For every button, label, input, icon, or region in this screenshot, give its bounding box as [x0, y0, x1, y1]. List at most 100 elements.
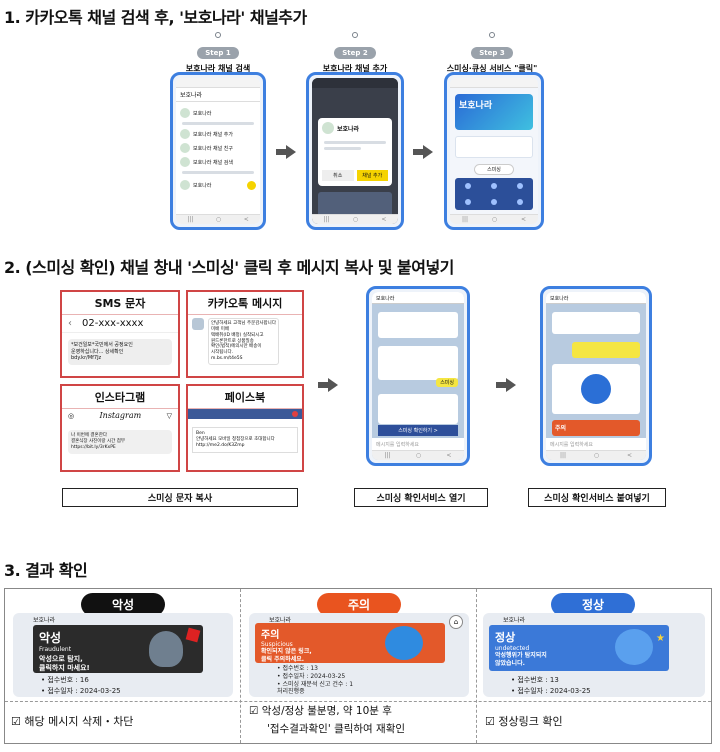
sms-source-box: SMS 문자 ‹ 02-xxx-xxxx *보건일보*국민에서 공정요인 운영하…: [60, 290, 180, 378]
instagram-logo: Instagram: [99, 411, 142, 420]
step-2-phone: 보호나라 취소 채널 추가 ||| ○ <: [306, 72, 404, 230]
arrow-shaft: [318, 382, 328, 388]
menu-icon[interactable]: [465, 183, 471, 189]
nav-menu-icon[interactable]: |||: [384, 452, 391, 459]
add-channel-icon[interactable]: [247, 180, 256, 190]
nav-menu-icon[interactable]: |||: [461, 216, 469, 223]
sms-message-bubble[interactable]: *보건일보*국민에서 공정요인 운영하십니다... 상세확인 bdy.kr/Mf…: [68, 339, 172, 365]
menu-icon[interactable]: [517, 199, 523, 205]
add-channel-dialog: 보호나라 취소 채널 추가: [318, 118, 392, 186]
arrow-shaft: [276, 149, 286, 155]
list-item[interactable]: 보호나라: [180, 180, 256, 190]
arrow-head-icon: [423, 145, 433, 159]
add-channel-button[interactable]: 채널 추가: [356, 170, 388, 181]
smishing-chip[interactable]: 스미싱: [474, 164, 514, 175]
placeholder-line: [182, 171, 254, 174]
nav-back-icon[interactable]: <: [446, 452, 452, 459]
user-bubble: 스미싱: [436, 378, 458, 387]
service-card[interactable]: [455, 136, 533, 158]
sms-header: ‹ 02-xxx-xxxx: [62, 315, 178, 333]
nav-back-icon[interactable]: <: [243, 216, 249, 223]
kakao-box-title: 카카오톡 메시지: [188, 292, 302, 315]
camera-icon[interactable]: ◎: [68, 411, 75, 420]
instagram-message-bubble[interactable]: 나 이번에 결혼한다 결혼식장 사진이랑 시간 첨부 https://bit.l…: [68, 430, 172, 454]
notification-icon[interactable]: [292, 411, 298, 417]
step-1-dot: [215, 32, 221, 38]
menu-icon[interactable]: [491, 183, 497, 189]
chat-header: 보호나라: [546, 292, 646, 304]
send-icon[interactable]: ▽: [166, 411, 172, 420]
owl-mascot-icon: [149, 631, 183, 667]
nav-home-icon[interactable]: ○: [593, 452, 600, 459]
nav-bar: ||| ○ <: [372, 450, 464, 460]
column-divider: [476, 589, 477, 743]
chat-input[interactable]: 메시지를 입력하세요: [372, 438, 464, 450]
facebook-message-bubble[interactable]: Ben 안녕하세요 모바일 청첩장으로 초대합니다 http://me2.do/…: [192, 427, 298, 453]
result-message: 확인되지 않은 링크, 클릭 주의하세요.: [261, 648, 312, 663]
nav-home-icon[interactable]: ○: [491, 216, 498, 223]
step-1-label: 보호나라 채널 검색: [185, 64, 251, 73]
channel-banner: 보호나라: [455, 94, 533, 130]
nav-home-icon[interactable]: ○: [215, 216, 222, 223]
nav-home-icon[interactable]: ○: [415, 452, 422, 459]
reanalysis-count: • 스미싱 재분석 신고 건수 : 1: [277, 680, 354, 688]
nav-back-icon[interactable]: <: [627, 452, 633, 459]
nav-home-icon[interactable]: ○: [352, 216, 359, 223]
list-item[interactable]: 보호나라: [180, 108, 256, 118]
arrow-head-icon: [328, 378, 338, 392]
result-card: [552, 364, 640, 414]
smishing-check-button[interactable]: 스미싱 확인하기 >: [378, 425, 458, 436]
facebook-header-bar: [188, 409, 302, 419]
step-3-label: 스미싱·큐싱 서비스 "클릭": [446, 64, 538, 73]
smishing-result-phone: 보호나라 주의 메시지를 입력하세요 ||| ○ <: [540, 286, 652, 466]
background-image: [318, 192, 392, 218]
home-icon[interactable]: ⌂: [449, 615, 463, 629]
nav-back-icon[interactable]: <: [381, 216, 387, 223]
flow-arrow: [318, 378, 338, 392]
chat-input[interactable]: 메시지를 입력하세요: [546, 438, 646, 450]
facebook-source-box: 페이스북 Ben 안녕하세요 모바일 청첩장으로 초대합니다 http://me…: [186, 384, 304, 472]
back-chevron-icon[interactable]: ‹: [68, 318, 72, 329]
user-bubble: [572, 342, 640, 358]
caution-banner: 주의 Suspicious 확인되지 않은 링크, 클릭 주의하세요.: [255, 623, 445, 663]
section-3-title: 3. 결과 확인: [4, 561, 88, 580]
kakao-message-bubble[interactable]: 안녕하세요 고객님 주문감사합니다 미배 미배 택배취(ID 배정) 실착되시고…: [208, 318, 279, 365]
nav-menu-icon[interactable]: |||: [187, 216, 194, 223]
nav-bar: ||| ○ <: [312, 214, 398, 224]
menu-icon[interactable]: [491, 199, 497, 205]
list-item[interactable]: 보호나라 채널 친구: [180, 143, 256, 153]
star-icon: ★: [656, 633, 665, 644]
result-subtitle: undetected: [495, 645, 530, 652]
cancel-button[interactable]: 취소: [322, 170, 354, 181]
arrow-shaft: [496, 382, 506, 388]
status-bar: [312, 78, 398, 88]
nav-menu-icon[interactable]: |||: [323, 216, 330, 223]
section-1-title: 1. 카카오톡 채널 검색 후, '보호나라' 채널추가: [4, 8, 307, 27]
nav-bar: ||| ○ <: [176, 214, 260, 224]
result-message: 악성으로 탐지, 클릭하지 마세요!: [39, 655, 90, 673]
list-item[interactable]: 보호나라 채널 검색: [180, 157, 256, 167]
bird-mascot-icon: [615, 629, 653, 665]
nav-back-icon[interactable]: <: [521, 216, 527, 223]
step-1-search-field[interactable]: 보호나라: [176, 88, 260, 102]
step-1-phone: 보호나라 보호나라 보호나라 채널 추가 보호나라 채널 친구 보호나라 채널 …: [170, 72, 266, 230]
receipt-date: • 접수일자 : 2024-03-25: [277, 672, 346, 680]
arrow-head-icon: [506, 378, 516, 392]
row-divider: [5, 701, 711, 702]
flow-arrow: [276, 145, 296, 159]
step-3-screen: 보호나라 스미싱 ||| ○ <: [450, 78, 538, 224]
list-item[interactable]: 보호나라 채널 추가: [180, 129, 256, 139]
channel-avatar-icon: [180, 143, 190, 153]
menu-icon[interactable]: [465, 199, 471, 205]
nav-menu-icon[interactable]: |||: [559, 452, 567, 459]
menu-icon[interactable]: [517, 183, 523, 189]
step-3-phone: 보호나라 스미싱 ||| ○ <: [444, 72, 544, 230]
caution-guidance-line-2: '접수결과확인' 클릭하여 재확인: [267, 723, 406, 735]
placeholder-line: [324, 147, 361, 150]
receipt-date: • 접수일자 : 2024-03-25: [41, 687, 121, 696]
step-1-header: Step 1 보호나라 채널 검색: [168, 32, 268, 74]
caution-result-banner: 주의: [552, 420, 640, 436]
result-meta: • 접수번호 : 13 • 접수일자 : 2024-03-25 • 스미싱 재분…: [277, 665, 353, 696]
list-item-label: 보호나라 채널 검색: [193, 159, 233, 166]
normal-guidance: ☑ 정상링크 확인: [485, 715, 563, 728]
